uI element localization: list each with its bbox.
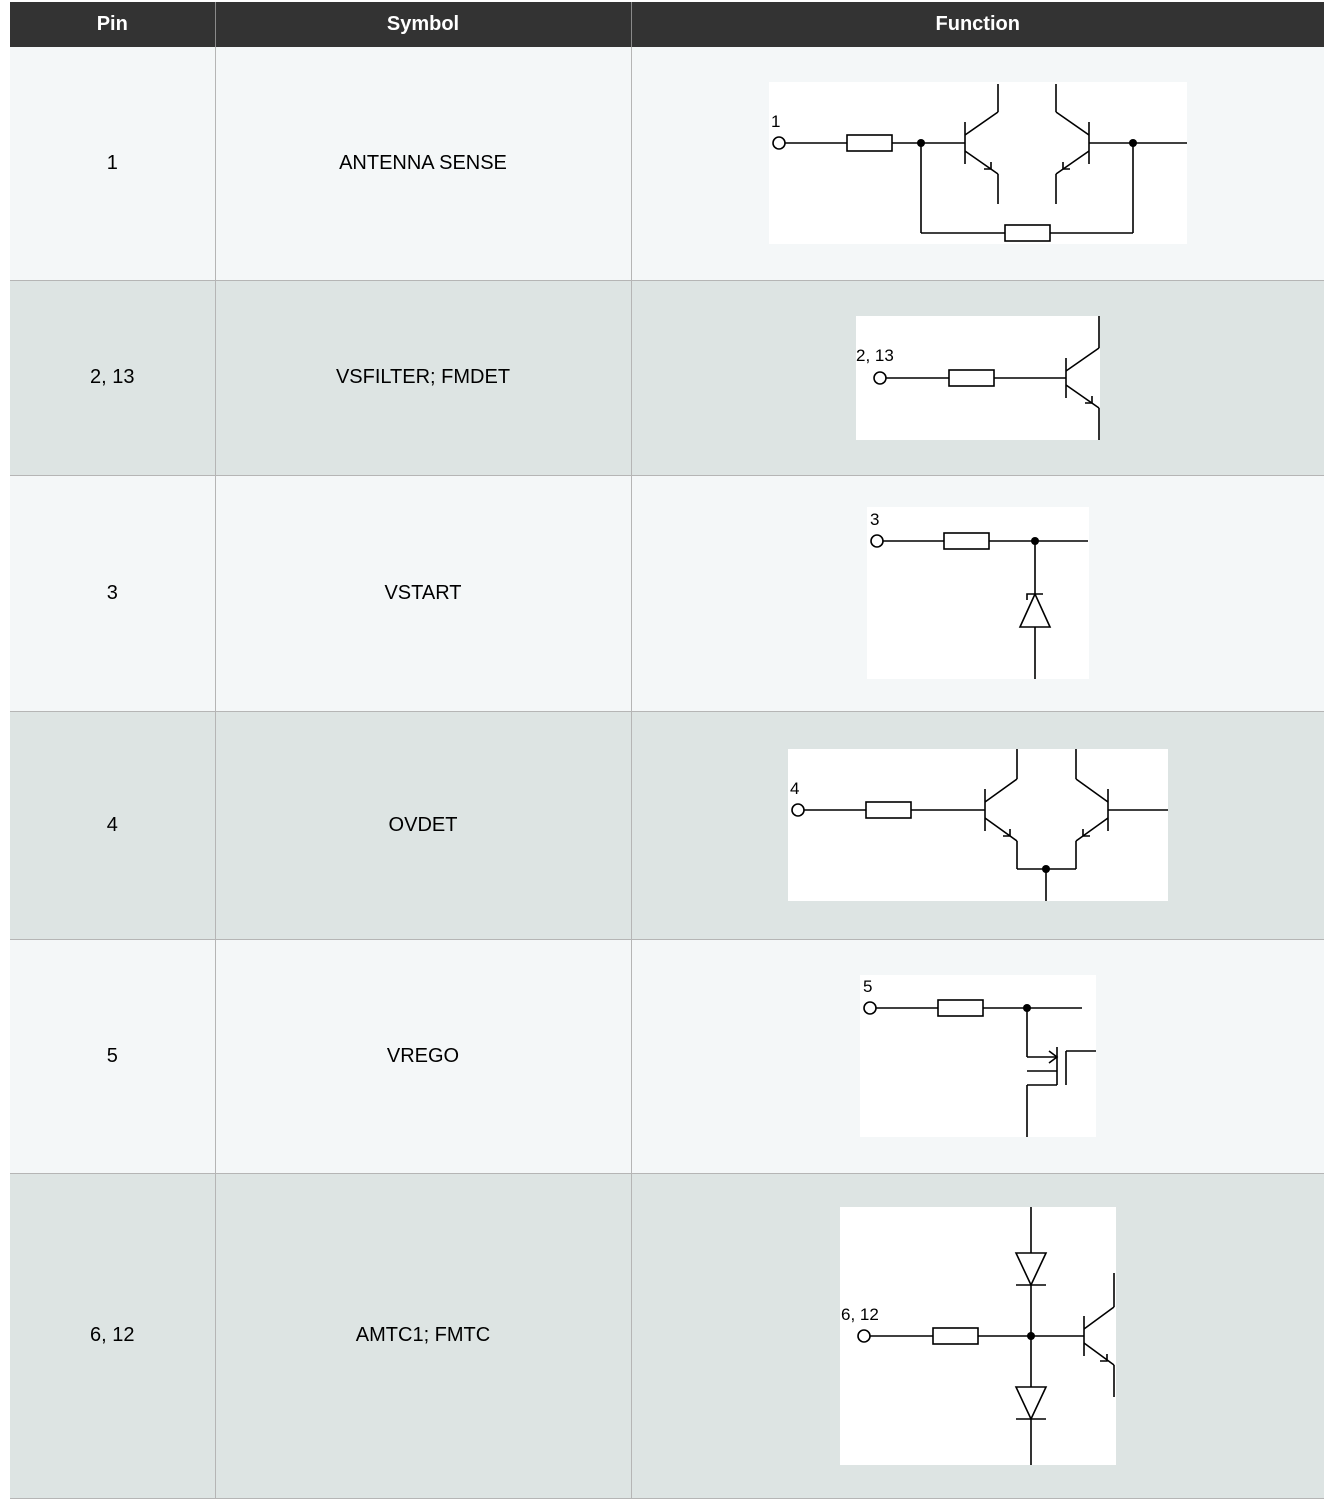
- pin-cell: 5: [10, 939, 215, 1174]
- pin-cell: 1: [10, 47, 215, 281]
- pin-cell: 3: [10, 475, 215, 712]
- header-pin: Pin: [10, 2, 215, 47]
- terminal-label: 4: [790, 779, 799, 798]
- terminal-label: 3: [870, 510, 879, 529]
- function-cell: 1: [630, 47, 1324, 281]
- pin-function-table: Pin Symbol Function 1 ANTENNA SENSE 1: [10, 2, 1324, 1499]
- table-row: 2, 13 VSFILTER; FMDET 2, 13: [10, 280, 1324, 476]
- symbol-cell: AMTC1; FMTC: [214, 1173, 631, 1499]
- pin-cell: 6, 12: [10, 1173, 215, 1499]
- symbol-cell: VSTART: [214, 475, 631, 712]
- header-row: Pin Symbol Function: [10, 2, 1324, 47]
- function-cell: 6, 12: [630, 1173, 1324, 1499]
- symbol-cell: VSFILTER; FMDET: [214, 280, 631, 476]
- vstart-circuit-diagram: 3: [866, 507, 1089, 679]
- function-cell: 4: [630, 711, 1324, 940]
- ovdet-circuit-diagram: 4: [787, 749, 1168, 901]
- terminal-label: 6, 12: [841, 1305, 879, 1324]
- table-row: 4 OVDET 4: [10, 711, 1324, 940]
- vrego-circuit-diagram: 5: [859, 975, 1096, 1137]
- terminal-label: 5: [863, 977, 872, 996]
- symbol-cell: ANTENNA SENSE: [214, 47, 631, 281]
- antenna-sense-circuit-diagram: 1: [768, 82, 1187, 245]
- terminal-label: 1: [771, 112, 780, 131]
- table-row: 5 VREGO 5: [10, 939, 1324, 1174]
- header-function: Function: [630, 2, 1324, 47]
- header-symbol: Symbol: [214, 2, 631, 47]
- terminal-label: 2, 13: [856, 346, 894, 365]
- function-cell: 3: [630, 475, 1324, 712]
- vsfilter-fmdet-circuit-diagram: 2, 13: [855, 315, 1100, 440]
- function-cell: 2, 13: [630, 280, 1324, 476]
- table-row: 1 ANTENNA SENSE 1: [10, 47, 1324, 281]
- symbol-cell: OVDET: [214, 711, 631, 940]
- pin-cell: 2, 13: [10, 280, 215, 476]
- function-cell: 5: [630, 939, 1324, 1174]
- amtc1-fmtc-circuit-diagram: 6, 12: [839, 1206, 1116, 1465]
- table-row: 3 VSTART 3: [10, 475, 1324, 712]
- pin-cell: 4: [10, 711, 215, 940]
- table-row: 6, 12 AMTC1; FMTC 6, 12: [10, 1173, 1324, 1499]
- symbol-cell: VREGO: [214, 939, 631, 1174]
